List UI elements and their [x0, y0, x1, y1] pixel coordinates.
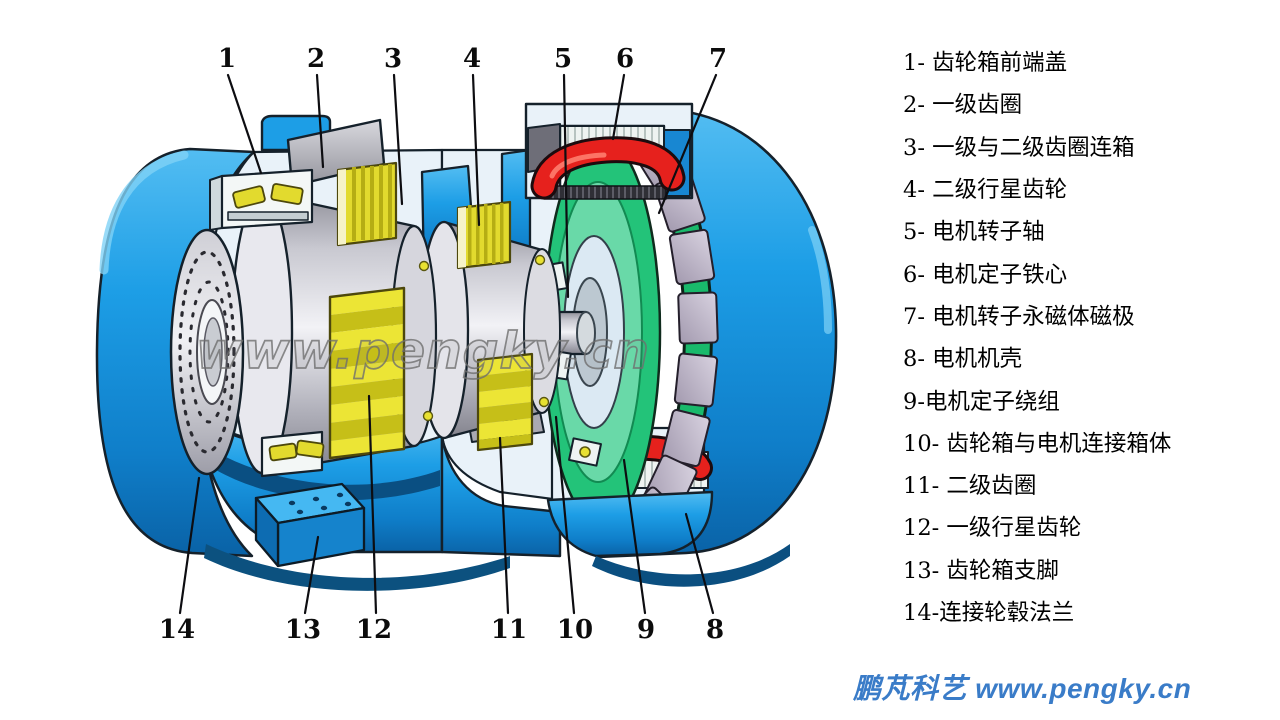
planet-gear-body — [336, 161, 398, 247]
legend-item-9: 9-电机定子绕组 — [903, 388, 1060, 415]
motor-shell-highlight — [808, 226, 832, 334]
callout-lines — [178, 73, 718, 615]
legend-item-12: 12- 一级行星齿轮 — [903, 515, 1082, 542]
machine-diagram: www.pengky.cn 1 2 3 4 5 6 7 8 9 10 11 12… — [95, 44, 838, 645]
second-stage-assembly — [379, 200, 561, 452]
legend-item-1: 1- 齿轮箱前端盖 — [903, 50, 1068, 77]
gearbox-support-foot — [204, 482, 510, 591]
planet-pin — [418, 260, 430, 272]
site-brand: 鹏芃科艺 www.pengky.cn — [853, 673, 1192, 704]
magnet-pole — [673, 352, 719, 408]
callout-line-3 — [392, 73, 404, 206]
front-cover-bearing — [209, 168, 314, 231]
gear-highlight — [458, 207, 466, 268]
flange-bore-inner — [203, 317, 223, 387]
callout-number-2: 2 — [307, 44, 325, 74]
callout-line-8 — [684, 512, 715, 615]
callout-line-12 — [367, 394, 378, 615]
callout-line-7 — [657, 73, 718, 215]
legend-item-11: 11- 二级齿圈 — [903, 473, 1037, 500]
callout-line-14 — [178, 476, 201, 615]
gear-highlight — [338, 169, 346, 245]
bearing-ball — [579, 446, 591, 458]
callout-line-4 — [471, 73, 481, 227]
callout-number-4: 4 — [463, 44, 481, 74]
first-stage-planet-gear — [328, 286, 406, 460]
callout-line-9 — [622, 458, 647, 615]
callout-number-1: 1 — [218, 44, 236, 74]
legend-item-7: 7- 电机转子永磁体磁极 — [903, 303, 1135, 330]
winding-highlight — [549, 152, 607, 179]
planet-pin — [538, 396, 550, 408]
callout-line-1 — [226, 73, 263, 175]
legend: 1- 齿轮箱前端盖 2- 一级齿圈 3- 一级与二级齿圈连箱 4- 二级行星齿轮… — [903, 40, 1171, 632]
taper-roller — [232, 185, 266, 209]
taper-roller — [270, 183, 304, 205]
callout-number-3: 3 — [384, 44, 402, 74]
legend-item-14: 14-连接轮毂法兰 — [903, 600, 1075, 626]
gear-outline — [328, 286, 406, 460]
callout-line-13 — [303, 535, 320, 615]
callout-number-7: 7 — [709, 44, 727, 74]
gear-outline — [476, 352, 534, 452]
callout-number-12: 12 — [356, 615, 392, 645]
gear-teeth — [352, 164, 392, 241]
second-stage-planet-gear — [456, 200, 512, 270]
callout-number-9: 9 — [637, 615, 655, 645]
flange-bolt-circle-outer — [178, 250, 236, 454]
magnet-pole — [668, 228, 716, 286]
callout-line-5 — [562, 73, 570, 299]
first-stage-planet-gear-top — [336, 161, 398, 247]
callout-numbers: 1 2 3 4 5 6 7 8 9 10 11 12 13 14 — [159, 44, 727, 645]
first-stage-assembly — [209, 118, 440, 501]
magnet-pole — [677, 291, 719, 345]
foot-bolt-holes — [288, 492, 352, 515]
taper-roller — [295, 439, 325, 459]
callout-line-10 — [554, 415, 576, 615]
stator-winding-top — [533, 139, 683, 197]
callout-line-6 — [611, 73, 626, 141]
bearing-cap — [209, 175, 223, 231]
gear-teeth — [468, 203, 504, 265]
gearbox-bottom-shadow — [204, 544, 510, 591]
callout-number-11: 11 — [491, 615, 527, 645]
callout-number-5: 5 — [554, 44, 572, 74]
second-stage-lower-gear — [476, 352, 534, 452]
hub-flange — [169, 228, 245, 476]
watermark: www.pengky.cn — [196, 322, 650, 380]
housing-highlight — [99, 150, 189, 275]
callout-line-2 — [315, 73, 325, 169]
legend-item-10: 10- 齿轮箱与电机连接箱体 — [903, 430, 1172, 457]
shaft-end — [576, 311, 596, 355]
motor-bottom-wall — [546, 490, 714, 558]
legend-item-3: 3- 一级与二级齿圈连箱 — [903, 134, 1135, 161]
legend-item-2: 2- 一级齿圈 — [903, 92, 1023, 119]
callout-number-14: 14 — [159, 615, 195, 645]
legend-item-13: 13- 齿轮箱支脚 — [903, 557, 1059, 584]
housing-inner-shadow — [216, 452, 440, 501]
planet-pin — [422, 410, 434, 422]
legend-item-6: 6- 电机定子铁心 — [903, 261, 1068, 288]
callout-number-13: 13 — [285, 615, 321, 645]
lower-bearing — [260, 430, 325, 478]
stator-teeth-strip — [543, 185, 667, 200]
bearing-race — [227, 211, 309, 221]
foot-side-face — [254, 496, 280, 568]
legend-item-4: 4- 二级行星齿轮 — [903, 177, 1068, 204]
taper-roller — [268, 442, 298, 462]
callout-number-8: 8 — [706, 615, 724, 645]
callout-line-11 — [498, 436, 510, 615]
callout-number-10: 10 — [557, 615, 593, 645]
legend-item-8: 8- 电机机壳 — [903, 346, 1023, 373]
callout-number-6: 6 — [616, 44, 634, 74]
motor-bottom-shadow — [592, 544, 790, 587]
planet-pin — [534, 254, 546, 266]
legend-item-5: 5- 电机转子轴 — [903, 219, 1045, 246]
